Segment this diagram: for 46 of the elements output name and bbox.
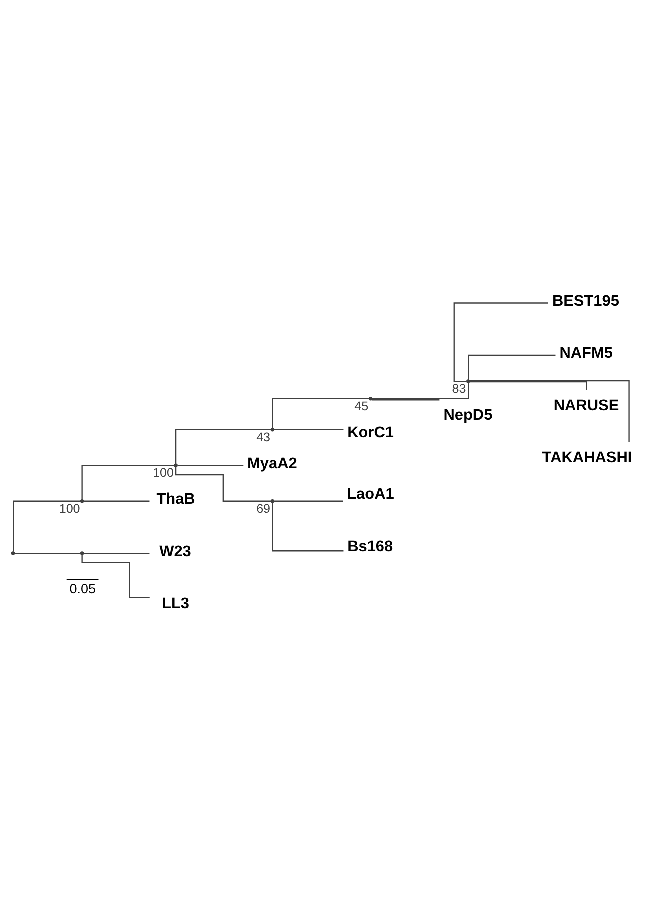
connector	[272, 503, 344, 552]
connector	[274, 500, 344, 502]
connector	[470, 380, 630, 442]
node-point	[11, 552, 16, 556]
node-label: 100	[153, 466, 174, 480]
node-text: W23	[160, 543, 192, 560]
connector	[272, 398, 370, 428]
connector	[274, 429, 344, 430]
connector	[84, 552, 150, 554]
connector	[468, 354, 556, 380]
label: 0.05	[70, 581, 96, 596]
node-point	[368, 397, 373, 401]
node-text: KorC1	[348, 424, 394, 442]
connector	[175, 467, 272, 502]
node-text: NepD5	[444, 407, 493, 424]
connector	[175, 429, 271, 464]
node-label: 69	[256, 502, 271, 516]
connector	[84, 500, 150, 502]
node-point	[466, 380, 470, 384]
connector	[14, 552, 81, 554]
node-point	[80, 552, 84, 556]
connector	[13, 500, 81, 552]
node-text: MyaA2	[248, 455, 298, 472]
node-point	[174, 464, 178, 468]
node-text: Bs168	[348, 538, 394, 556]
connector	[372, 383, 470, 400]
connector	[372, 400, 440, 401]
connector	[454, 302, 548, 382]
node-label: 83	[452, 382, 466, 396]
connector	[82, 465, 174, 500]
node-text: NARUSE	[554, 397, 620, 414]
connector	[178, 465, 244, 466]
node-label: 43	[256, 430, 271, 444]
node-text: TAKAHASHI	[542, 450, 632, 467]
node-text: LaoA1	[347, 486, 394, 504]
node-text: NAFM5	[560, 345, 613, 362]
node-label: 100	[59, 502, 80, 516]
node-point	[270, 428, 275, 432]
node-text: BEST195	[552, 292, 620, 310]
node-text: LL3	[162, 595, 190, 612]
node-text: ThaB	[156, 491, 196, 508]
node-point	[270, 500, 275, 504]
node-point	[80, 500, 84, 504]
node-label: 45	[354, 399, 369, 414]
connector	[470, 381, 588, 390]
connector	[82, 555, 150, 598]
